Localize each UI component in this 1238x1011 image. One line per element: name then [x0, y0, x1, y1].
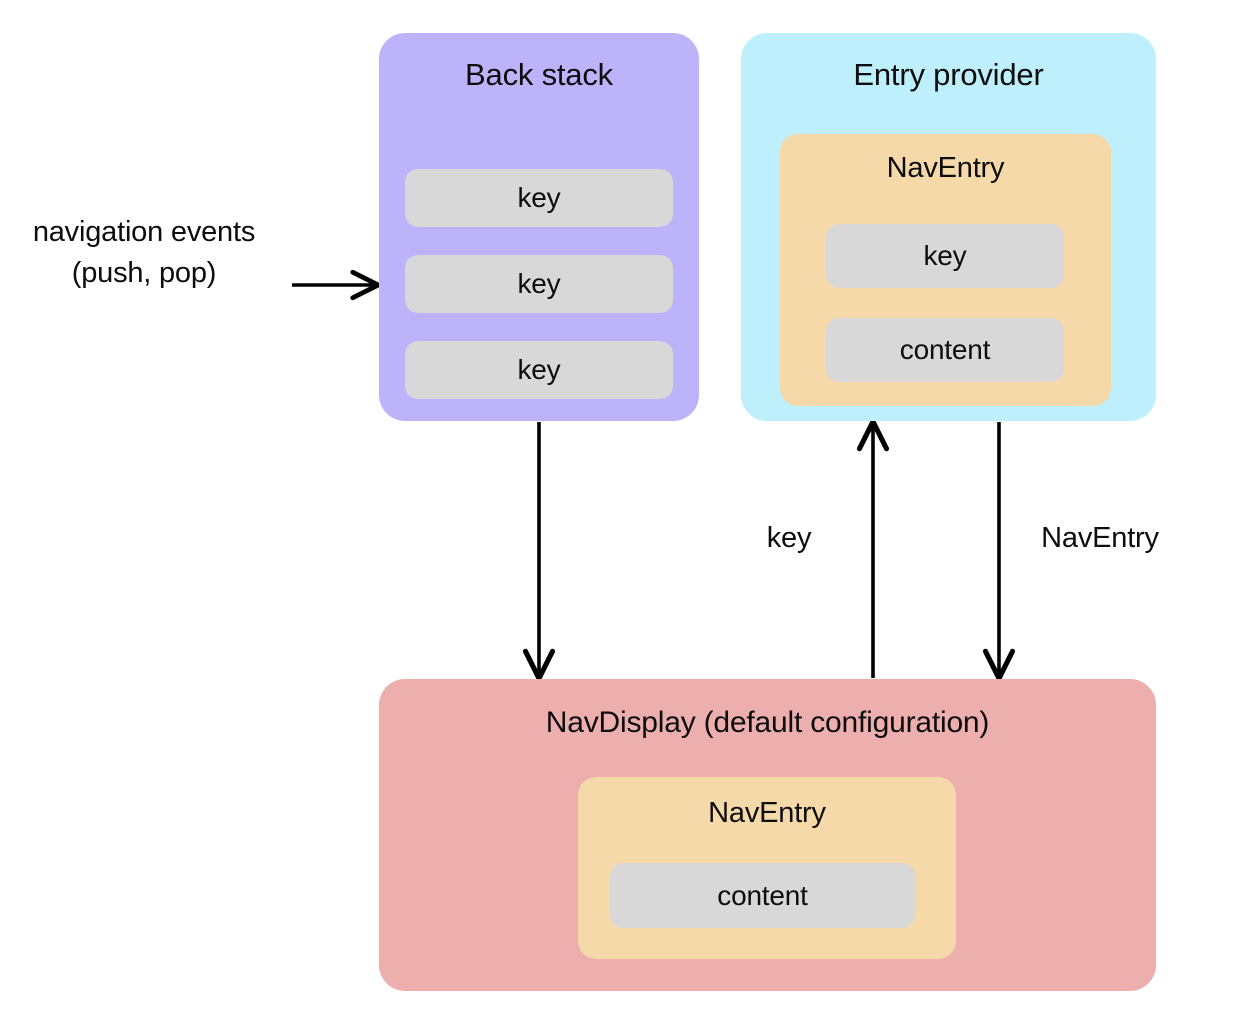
navigation-events-label: navigation events (push, pop) — [8, 212, 280, 294]
navigation-events-line-2: (push, pop) — [71, 257, 217, 290]
entry-provider-content-chip: content — [826, 318, 1064, 382]
entry-provider-nav-entry-title: NavEntry — [886, 152, 1005, 184]
back-stack-title: Back stack — [465, 57, 613, 92]
edge-label-naventry: NavEntry — [1041, 522, 1159, 554]
back-stack-key-chip: key — [405, 341, 673, 399]
back-stack-key-chip: key — [405, 255, 673, 313]
edge-label-key: key — [766, 522, 812, 554]
nav-display-nav-entry-title: NavEntry — [708, 797, 826, 829]
navigation-events-line-1: navigation events — [32, 216, 256, 248]
back-stack-key-chip: key — [405, 169, 673, 227]
entry-provider-key-chip: key — [826, 224, 1064, 288]
entry-provider-title: Entry provider — [853, 57, 1044, 92]
nav-display-content-chip: content — [610, 863, 915, 928]
nav-display-title: NavDisplay (default configuration) — [545, 706, 990, 739]
